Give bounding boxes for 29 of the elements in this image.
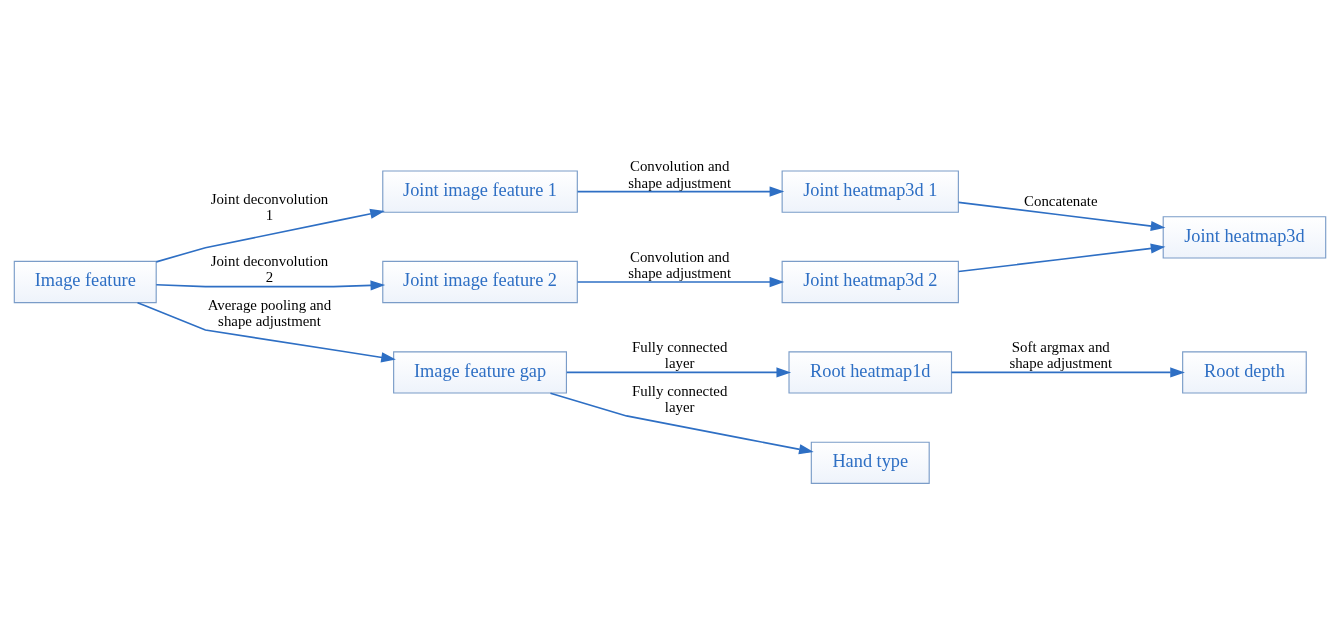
edge-label: Soft argmax and shape adjustment xyxy=(1009,338,1113,371)
arrow xyxy=(155,279,386,291)
node-box: Hand type xyxy=(810,441,930,484)
arrow xyxy=(155,208,385,263)
edge-label: Fully connected layer xyxy=(632,338,728,371)
edge-label: Average pooling and shape adjustment xyxy=(207,296,332,329)
edge-label: Joint deconvolution 2 xyxy=(210,252,329,285)
arrow xyxy=(576,186,785,197)
arrow xyxy=(957,201,1166,231)
node-box: Root heatmap1d xyxy=(788,350,953,394)
node-box: Joint heatmap3d xyxy=(1162,215,1327,259)
arrow xyxy=(950,366,1185,378)
node-box: Joint image feature 1 xyxy=(382,169,578,213)
node-box: Joint heatmap3d 2 xyxy=(781,260,959,303)
arrow xyxy=(549,391,814,454)
edge-label: Joint deconvolution 1 xyxy=(210,190,329,223)
edge-label: Convolution and shape adjustment xyxy=(628,157,732,190)
edge-label: Concatenate xyxy=(1024,192,1098,209)
node-box: Image feature gap xyxy=(393,350,567,394)
arrow xyxy=(957,242,1166,272)
edge-label: Convolution and shape adjustment xyxy=(628,248,732,281)
node-box: Image feature xyxy=(13,260,157,303)
node-box: Joint heatmap3d 1 xyxy=(781,169,959,213)
arrow xyxy=(566,366,792,378)
node-box: Root depth xyxy=(1182,350,1307,394)
edge-label: Fully connected layer xyxy=(632,382,728,415)
arrow xyxy=(576,276,785,287)
node-box: Joint image feature 2 xyxy=(382,260,578,303)
arrow xyxy=(136,301,396,362)
